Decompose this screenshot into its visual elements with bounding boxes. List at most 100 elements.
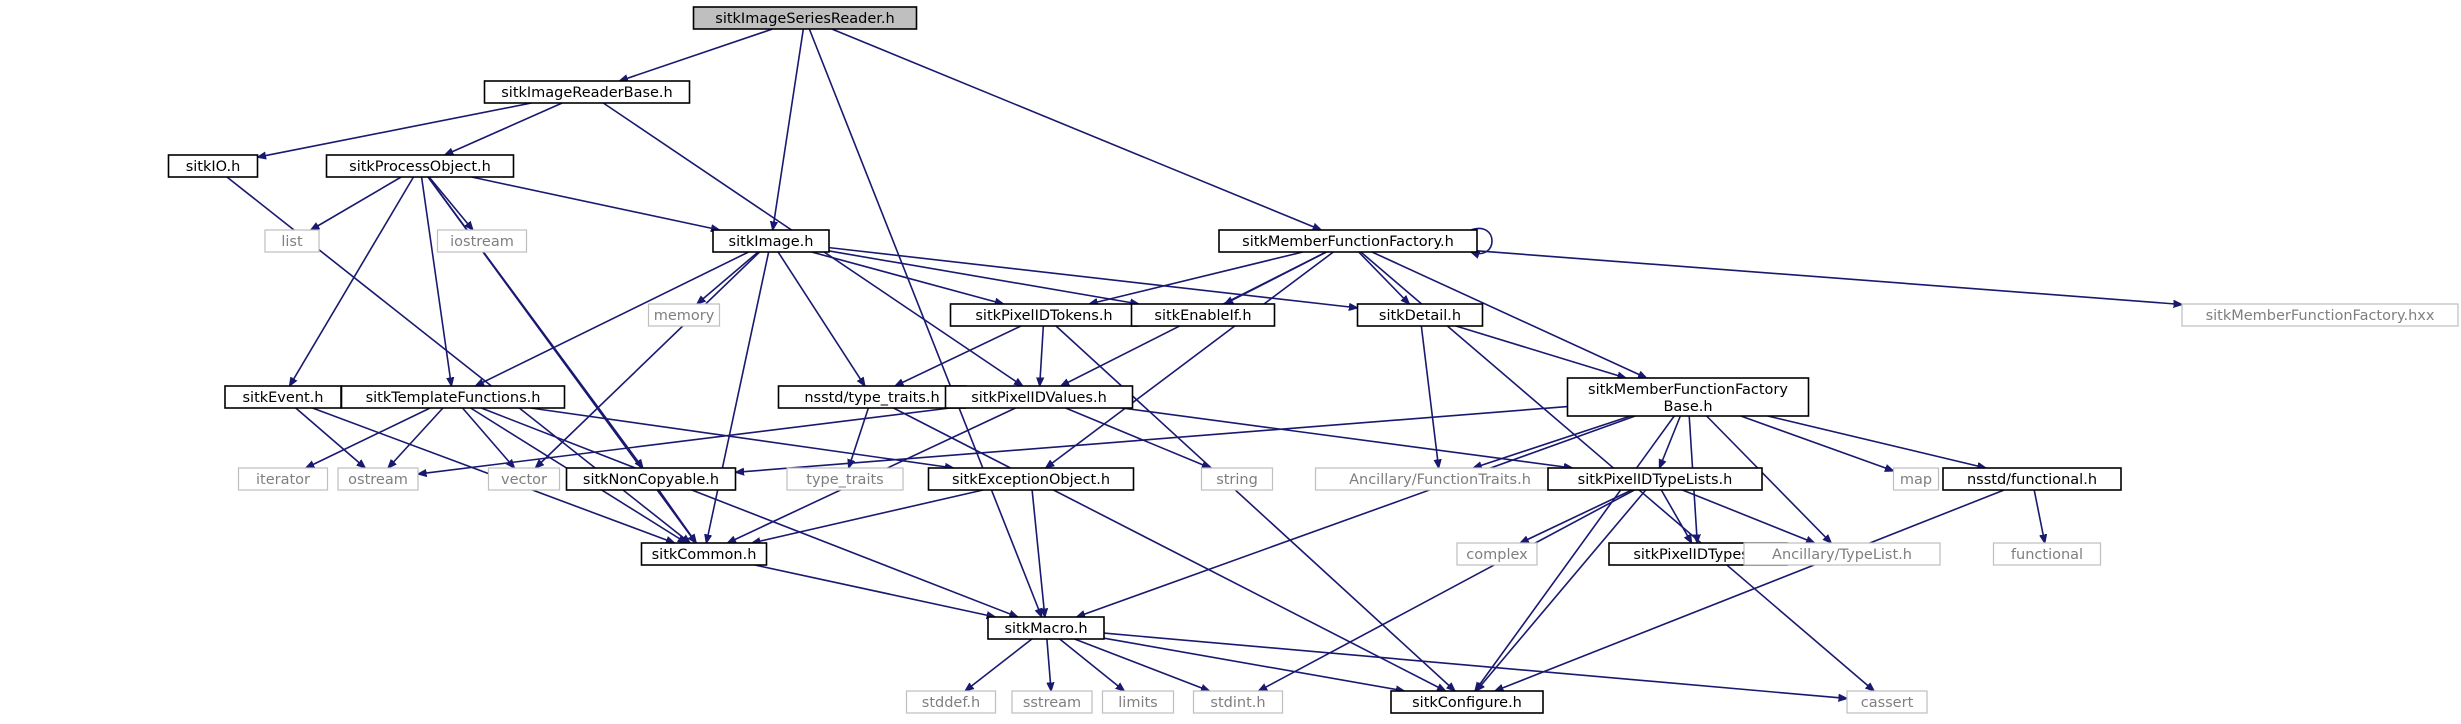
- edge-mffbase-to-functional_h: [1767, 415, 1986, 468]
- node-box: [1218, 229, 1478, 253]
- node-label: stddef.h: [922, 695, 980, 711]
- node-sitkpixelidtokens-h[interactable]: sitkPixelIDTokens.h: [949, 303, 1139, 327]
- node-sitkpixelidtypes-h[interactable]: sitkPixelIDTypes.h: [1608, 542, 1788, 566]
- edge-readerbase-to-io: [258, 102, 532, 157]
- edge-root-to-readerbase: [619, 28, 773, 81]
- node-label: sitkDetail.h: [1379, 308, 1461, 324]
- node-sitkimageseriesreader-h[interactable]: sitkImageSeriesReader.h: [692, 6, 918, 30]
- edge-functional_h-to-functional: [2033, 489, 2045, 543]
- edge-root-to-image: [773, 28, 805, 230]
- node-map: map: [1892, 467, 1940, 491]
- node-label: sitkIO.h: [186, 159, 241, 175]
- node-label: Ancillary/TypeList.h: [1772, 547, 1912, 563]
- edge-image-to-tokens: [811, 251, 1004, 304]
- node-label: type_traits: [806, 472, 883, 488]
- node-sitkcommon-h[interactable]: sitkCommon.h: [640, 542, 768, 566]
- node-box: [1566, 377, 1810, 417]
- edge-macro-to-cassert: [1103, 632, 1847, 698]
- node-box: [905, 690, 997, 714]
- node-label: string: [1216, 472, 1258, 488]
- node-label: sitkEvent.h: [242, 390, 323, 406]
- node-box: [340, 385, 566, 409]
- edge-tokens-to-values: [1040, 325, 1044, 386]
- node-box: [987, 616, 1105, 640]
- node-box: [1547, 467, 1763, 491]
- node-label: memory: [654, 308, 715, 324]
- edge-detail-to-ftraits: [1420, 325, 1438, 468]
- node-nsstd-functional-h[interactable]: nsstd/functional.h: [1942, 467, 2122, 491]
- node-label: vector: [501, 472, 547, 488]
- node-sitkpixelidtypelists-h[interactable]: sitkPixelIDTypeLists.h: [1547, 467, 1763, 491]
- node-sitkio-h[interactable]: sitkIO.h: [167, 154, 259, 178]
- node-sitkmemberfunctionfactory-hxx: sitkMemberFunctionFactory.hxx: [2181, 303, 2459, 327]
- node-layer: sitkImageSeriesReader.h sitkImageReaderBa…: [167, 6, 2459, 714]
- edge-mff-to-exception: [1046, 251, 1334, 468]
- node-label: sitkPixelIDValues.h: [971, 390, 1107, 406]
- edge-functional_h-to-configure: [1495, 489, 2005, 692]
- node-box: [1356, 303, 1484, 327]
- edge-mffbase-to-configure: [1475, 415, 1675, 691]
- edge-root-to-mff: [831, 28, 1321, 231]
- node-label: nsstd/type_traits.h: [804, 390, 939, 406]
- node-sitkconfigure-h[interactable]: sitkConfigure.h: [1390, 690, 1544, 714]
- node-box: [487, 467, 561, 491]
- edge-process-to-event: [290, 176, 415, 386]
- node-box: [1011, 690, 1093, 714]
- node-label: sitkMemberFunctionFactory.hxx: [2206, 308, 2435, 324]
- node-sitkprocessobject-h[interactable]: sitkProcessObject.h: [325, 154, 515, 178]
- node-label: iostream: [450, 234, 514, 250]
- edge-image-to-memory: [697, 251, 759, 304]
- edge-values-to-ostream: [418, 407, 951, 474]
- node-box: [927, 467, 1135, 491]
- edge-template-to-exception: [530, 407, 954, 468]
- node-sitkevent-h[interactable]: sitkEvent.h: [224, 385, 342, 409]
- node-sitknoncopyable-h[interactable]: sitkNonCopyable.h: [565, 467, 737, 491]
- node-box: [1200, 467, 1274, 491]
- edge-noncopy-to-common: [658, 489, 696, 543]
- edge-readerbase-to-process: [445, 102, 563, 156]
- edge-macro-to-limits: [1059, 638, 1125, 691]
- node-sitkmacro-h[interactable]: sitkMacro.h: [987, 616, 1105, 640]
- node-sitkimagereaderbase-h[interactable]: sitkImageReaderBase.h: [483, 80, 691, 104]
- node-label: sitkProcessObject.h: [349, 159, 491, 175]
- edge-typelists-to-configure: [1476, 489, 1647, 691]
- edge-values-to-string: [1065, 407, 1211, 469]
- node-label: sitkMemberFunctionFactory.h: [1242, 234, 1454, 250]
- node-box: [1390, 690, 1544, 714]
- node-nsstd-type-traits-h[interactable]: nsstd/type_traits.h: [777, 385, 967, 409]
- node-sitktemplatefunctions-h[interactable]: sitkTemplateFunctions.h: [340, 385, 566, 409]
- node-box: [436, 229, 528, 253]
- node-sitkdetail-h[interactable]: sitkDetail.h: [1356, 303, 1484, 327]
- edge-template-to-iterator: [306, 407, 431, 468]
- edge-exception-to-macro: [1031, 489, 1045, 617]
- node-label: limits: [1118, 695, 1157, 711]
- edge-values-to-typelists: [1121, 407, 1573, 468]
- node-label: map: [1900, 472, 1932, 488]
- node-sitkpixelidvalues-h[interactable]: sitkPixelIDValues.h: [944, 385, 1134, 409]
- node-box: [1846, 690, 1928, 714]
- node-sitkmemberfunctionfactory-h[interactable]: sitkMemberFunctionFactory.h: [1218, 229, 1478, 253]
- node-box: [167, 154, 259, 178]
- node-sitkenableif-h[interactable]: sitkEnableIf.h: [1130, 303, 1276, 327]
- node-label: stdint.h: [1210, 695, 1265, 711]
- node-iterator: iterator: [237, 467, 329, 491]
- node-label: sitkEnableIf.h: [1154, 308, 1251, 324]
- node-box: [1892, 467, 1940, 491]
- edge-mffbase-to-macro: [1077, 415, 1636, 617]
- node-box: [264, 229, 320, 253]
- node-box: [712, 229, 830, 253]
- node-label: iterator: [256, 472, 310, 488]
- node-box: [237, 467, 329, 491]
- edge-layer: [226, 28, 2182, 698]
- edge-detail-to-mffbase: [1455, 325, 1626, 378]
- node-label: sitkCommon.h: [652, 547, 757, 563]
- node-sitkexceptionobject-h[interactable]: sitkExceptionObject.h: [927, 467, 1135, 491]
- node-ancillary-functiontraits-h: Ancillary/FunctionTraits.h: [1314, 467, 1566, 491]
- node-sitkimage-h[interactable]: sitkImage.h: [712, 229, 830, 253]
- node-label: ostream: [348, 472, 408, 488]
- node-box: [565, 467, 737, 491]
- edge-process-to-iostream: [428, 176, 473, 230]
- edge-macro-to-sstream: [1046, 638, 1051, 691]
